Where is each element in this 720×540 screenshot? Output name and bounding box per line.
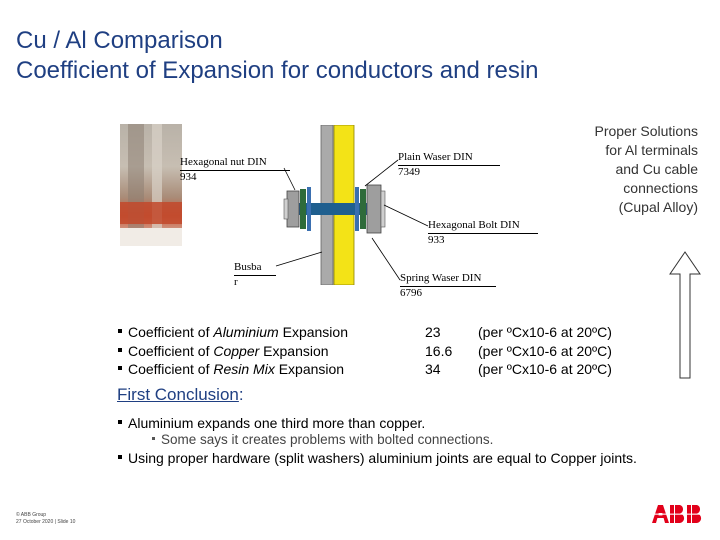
coef-value-aluminium: 23	[425, 323, 441, 341]
coefficient-row-aluminium: Coefficient of Aluminium Expansion	[118, 323, 348, 341]
footer: © ABB Group 27 October 2020 | Slide 10	[16, 512, 75, 526]
bullet-icon	[118, 329, 122, 333]
plain-washer-label-line1: Plain Waser DIN	[398, 151, 500, 166]
coef-material: Aluminium	[213, 324, 278, 340]
conclusion-point-2-text: Using proper hardware (split washers) al…	[128, 450, 637, 466]
bullet-icon	[152, 437, 155, 440]
abb-logo	[652, 503, 704, 525]
coef-value-copper: 16.6	[425, 342, 452, 360]
footer-copyright: © ABB Group	[16, 512, 75, 519]
proper-solutions-line4: connections	[560, 179, 698, 198]
spring-washer-label-line2: 6796	[400, 287, 422, 299]
bullet-icon	[118, 455, 122, 459]
coefficient-row-resin: Coefficient of Resin Mix Expansion	[118, 360, 344, 378]
coef-unit-copper: (per ºCx10-6 at 20ºC)	[478, 342, 612, 360]
coef-material: Resin Mix	[213, 361, 274, 377]
conclusion-subpoint-1: Some says it creates problems with bolte…	[152, 431, 493, 449]
plain-washer-label-line2: 7349	[398, 166, 420, 178]
coef-suffix: Expansion	[279, 324, 348, 340]
coef-unit-resin: (per ºCx10-6 at 20ºC)	[478, 360, 612, 378]
hex-bolt-label-line1: Hexagonal Bolt DIN	[428, 219, 538, 234]
up-arrow-icon	[670, 252, 700, 378]
hex-nut-label: Hexagonal nut DIN 934	[180, 156, 290, 184]
conclusion-point-2: Using proper hardware (split washers) al…	[118, 449, 637, 467]
proper-solutions-line3: and Cu cable	[560, 160, 698, 179]
conclusion-heading-text: First Conclusion	[117, 385, 239, 404]
proper-solutions-line1: Proper Solutions	[560, 122, 698, 141]
conclusion-heading: First Conclusion:	[117, 385, 244, 405]
coefficient-row-copper: Coefficient of Copper Expansion	[118, 342, 329, 360]
coef-prefix: Coefficient of	[128, 324, 213, 340]
hex-bolt-label-line2: 933	[428, 234, 445, 246]
proper-solutions-note: Proper Solutions for Al terminals and Cu…	[560, 122, 698, 217]
coef-material: Copper	[213, 343, 259, 359]
spring-washer-label: Spring Waser DIN 6796	[400, 272, 496, 300]
spring-washer-label-line1: Spring Waser DIN	[400, 272, 496, 287]
hex-nut-label-line1: Hexagonal nut DIN	[180, 156, 290, 171]
coef-unit-aluminium: (per ºCx10-6 at 20ºC)	[478, 323, 612, 341]
bullet-icon	[118, 420, 122, 424]
busbar-label-line1: Busba	[234, 261, 276, 276]
coef-value-resin: 34	[425, 360, 441, 378]
hex-bolt-label: Hexagonal Bolt DIN 933	[428, 219, 538, 247]
coef-prefix: Coefficient of	[128, 343, 213, 359]
footer-date-slide: 27 October 2020 | Slide 10	[16, 519, 75, 526]
conclusion-subpoint-1-text: Some says it creates problems with bolte…	[161, 432, 493, 447]
conclusion-point-1: Aluminium expands one third more than co…	[118, 414, 425, 432]
bullet-icon	[118, 348, 122, 352]
busbar-label: Busba r	[234, 261, 276, 289]
conclusion-point-1-text: Aluminium expands one third more than co…	[128, 415, 425, 431]
bullet-icon	[118, 366, 122, 370]
coef-suffix: Expansion	[275, 361, 344, 377]
proper-solutions-line5: (Cupal Alloy)	[560, 198, 698, 217]
coef-suffix: Expansion	[259, 343, 328, 359]
coef-prefix: Coefficient of	[128, 361, 213, 377]
hex-nut-label-line2: 934	[180, 171, 197, 183]
conclusion-heading-colon: :	[239, 385, 244, 404]
busbar-label-line2: r	[234, 276, 238, 288]
proper-solutions-line2: for Al terminals	[560, 141, 698, 160]
plain-washer-label: Plain Waser DIN 7349	[398, 151, 500, 179]
